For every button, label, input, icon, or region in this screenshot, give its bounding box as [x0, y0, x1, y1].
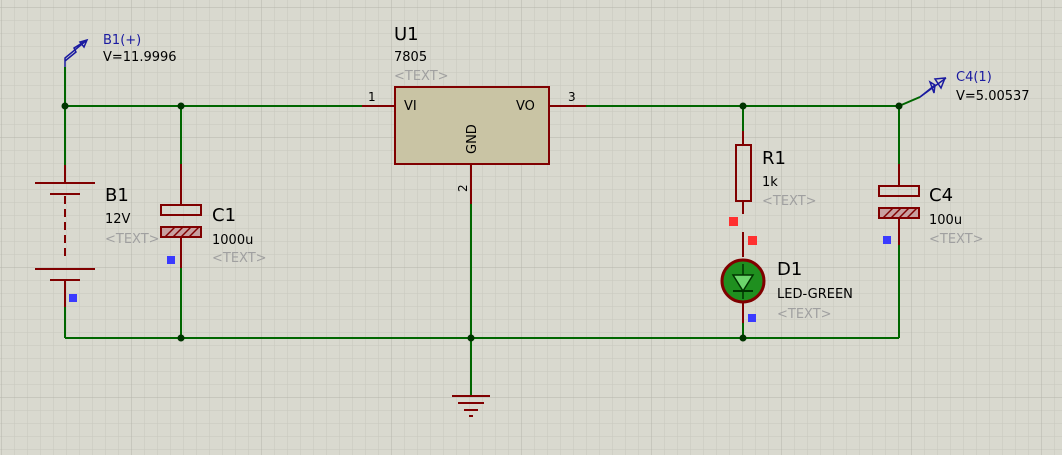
u1-pin3: 3 — [568, 90, 576, 104]
c4-ref: C4 — [929, 185, 953, 206]
u1-pin-gnd: GND — [465, 124, 480, 154]
battery-b1[interactable]: B1 12V <TEXT> — [35, 165, 160, 307]
probe-c4-name: C4(1) — [956, 70, 992, 85]
pin-marker — [748, 314, 756, 322]
pin-marker — [883, 236, 891, 244]
u1-ref: U1 — [394, 24, 419, 45]
led-d1[interactable]: D1 LED-GREEN <TEXT> — [720, 232, 853, 323]
capacitor-c4[interactable]: C4 100u <TEXT> — [878, 164, 984, 247]
b1-value: 12V — [105, 212, 131, 227]
capacitor-c1[interactable]: C1 1000u <TEXT> — [160, 164, 267, 268]
c1-value: 1000u — [212, 233, 253, 248]
c1-ref: C1 — [212, 205, 236, 226]
pin-marker — [748, 236, 757, 245]
u1-pin-vo: VO — [516, 99, 535, 114]
probe-b1-reading: V=11.9996 — [103, 50, 177, 65]
b1-text: <TEXT> — [105, 232, 160, 247]
r1-value: 1k — [762, 175, 778, 190]
c4-text: <TEXT> — [929, 232, 984, 247]
u1-pin1: 1 — [368, 90, 376, 104]
junction-dots — [61, 102, 903, 342]
probe-b1-name: B1(+) — [103, 33, 141, 48]
u1-value: 7805 — [394, 50, 427, 65]
probe-c4-reading: V=5.00537 — [956, 89, 1030, 104]
u1-pin2: 2 — [456, 184, 470, 192]
d1-ref: D1 — [777, 259, 802, 280]
regulator-u1[interactable]: VI VO GND 1 3 2 U1 7805 <TEXT> — [362, 24, 586, 204]
u1-text: <TEXT> — [394, 69, 449, 84]
r1-text: <TEXT> — [762, 194, 817, 209]
resistor-r1[interactable]: R1 1k <TEXT> — [729, 131, 817, 226]
d1-value: LED-GREEN — [777, 287, 853, 302]
pin-marker — [69, 294, 77, 302]
voltage-probe-b1[interactable]: B1(+) V=11.9996 — [64, 33, 177, 67]
voltage-probe-c4[interactable]: C4(1) V=5.00537 — [919, 70, 1030, 104]
b1-ref: B1 — [105, 185, 129, 206]
pin-marker — [729, 217, 738, 226]
probe-arrow-icon — [64, 38, 89, 67]
pin-marker — [167, 256, 175, 264]
ground-icon — [452, 395, 490, 417]
d1-text: <TEXT> — [777, 307, 832, 322]
r1-ref: R1 — [762, 148, 786, 169]
c4-value: 100u — [929, 213, 962, 228]
u1-pin-vi: VI — [404, 99, 417, 114]
c1-text: <TEXT> — [212, 251, 267, 266]
